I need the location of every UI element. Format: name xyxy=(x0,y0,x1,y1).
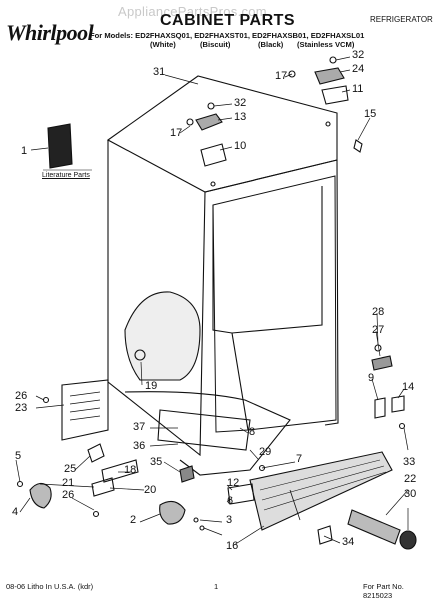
callout-16: 16 xyxy=(226,540,239,552)
callout-3: 3 xyxy=(226,514,233,526)
callout-10: 10 xyxy=(234,140,247,152)
color-black: (Black) xyxy=(258,40,284,49)
callout-9: 9 xyxy=(368,372,375,384)
callout-15: 15 xyxy=(364,108,377,120)
callout-4: 4 xyxy=(12,506,19,518)
callout-11: 11 xyxy=(352,83,364,95)
literature-parts-label: Literature Parts xyxy=(42,172,90,179)
watermark: AppliancePartsPros.com xyxy=(118,4,267,19)
callout-12: 12 xyxy=(227,477,240,489)
callout-5: 5 xyxy=(15,450,22,462)
color-stainless: (Stainless VCM) xyxy=(297,40,355,49)
callout-33: 33 xyxy=(403,456,416,468)
callout-24: 24 xyxy=(352,63,365,75)
callout-7: 7 xyxy=(296,453,303,465)
callout-13: 13 xyxy=(234,111,247,123)
model-list: For Models: ED2FHAXSQ01, ED2FHAXST01, ED… xyxy=(90,31,365,40)
footer-part-number: For Part No. 8215023 xyxy=(363,582,404,600)
callout-8: 8 xyxy=(249,426,256,438)
callout-20: 20 xyxy=(144,484,157,496)
callout-6: 6 xyxy=(227,495,234,507)
callout-32-mid: 32 xyxy=(234,97,247,109)
callout-31: 31 xyxy=(153,66,166,78)
callout-17-mid: 17 xyxy=(170,127,183,139)
callout-30: 30 xyxy=(404,488,417,500)
callout-19: 19 xyxy=(145,380,158,392)
appliance-type-label: REFRIGERATOR xyxy=(370,15,433,24)
callout-36: 36 xyxy=(133,440,146,452)
callout-22: 22 xyxy=(404,473,417,485)
callout-17-top: 17 xyxy=(275,70,288,82)
callout-34: 34 xyxy=(342,536,355,548)
callout-1: 1 xyxy=(21,145,28,157)
callout-27: 27 xyxy=(372,324,385,336)
callout-26-bottom: 26 xyxy=(62,489,75,501)
callout-14: 14 xyxy=(402,381,415,393)
callout-35: 35 xyxy=(150,456,163,468)
callout-18: 18 xyxy=(124,464,137,476)
callout-32-top: 32 xyxy=(352,49,365,61)
page-number: 1 xyxy=(214,582,219,591)
color-biscuit: (Biscuit) xyxy=(200,40,231,49)
color-white: (White) xyxy=(150,40,176,49)
whirlpool-logo: Whirlpool xyxy=(6,20,94,45)
footer-litho: 08-06 Litho In U.S.A. (kdr) xyxy=(6,582,94,591)
callout-21: 21 xyxy=(62,477,75,489)
callout-29: 29 xyxy=(259,446,272,458)
callout-28: 28 xyxy=(372,306,385,318)
callout-25: 25 xyxy=(64,463,77,475)
callout-2: 2 xyxy=(130,514,137,526)
callout-37: 37 xyxy=(133,421,146,433)
callout-26-left: 26 xyxy=(15,390,28,402)
callout-23: 23 xyxy=(15,402,28,414)
page-title: CABINET PARTS xyxy=(160,12,296,29)
